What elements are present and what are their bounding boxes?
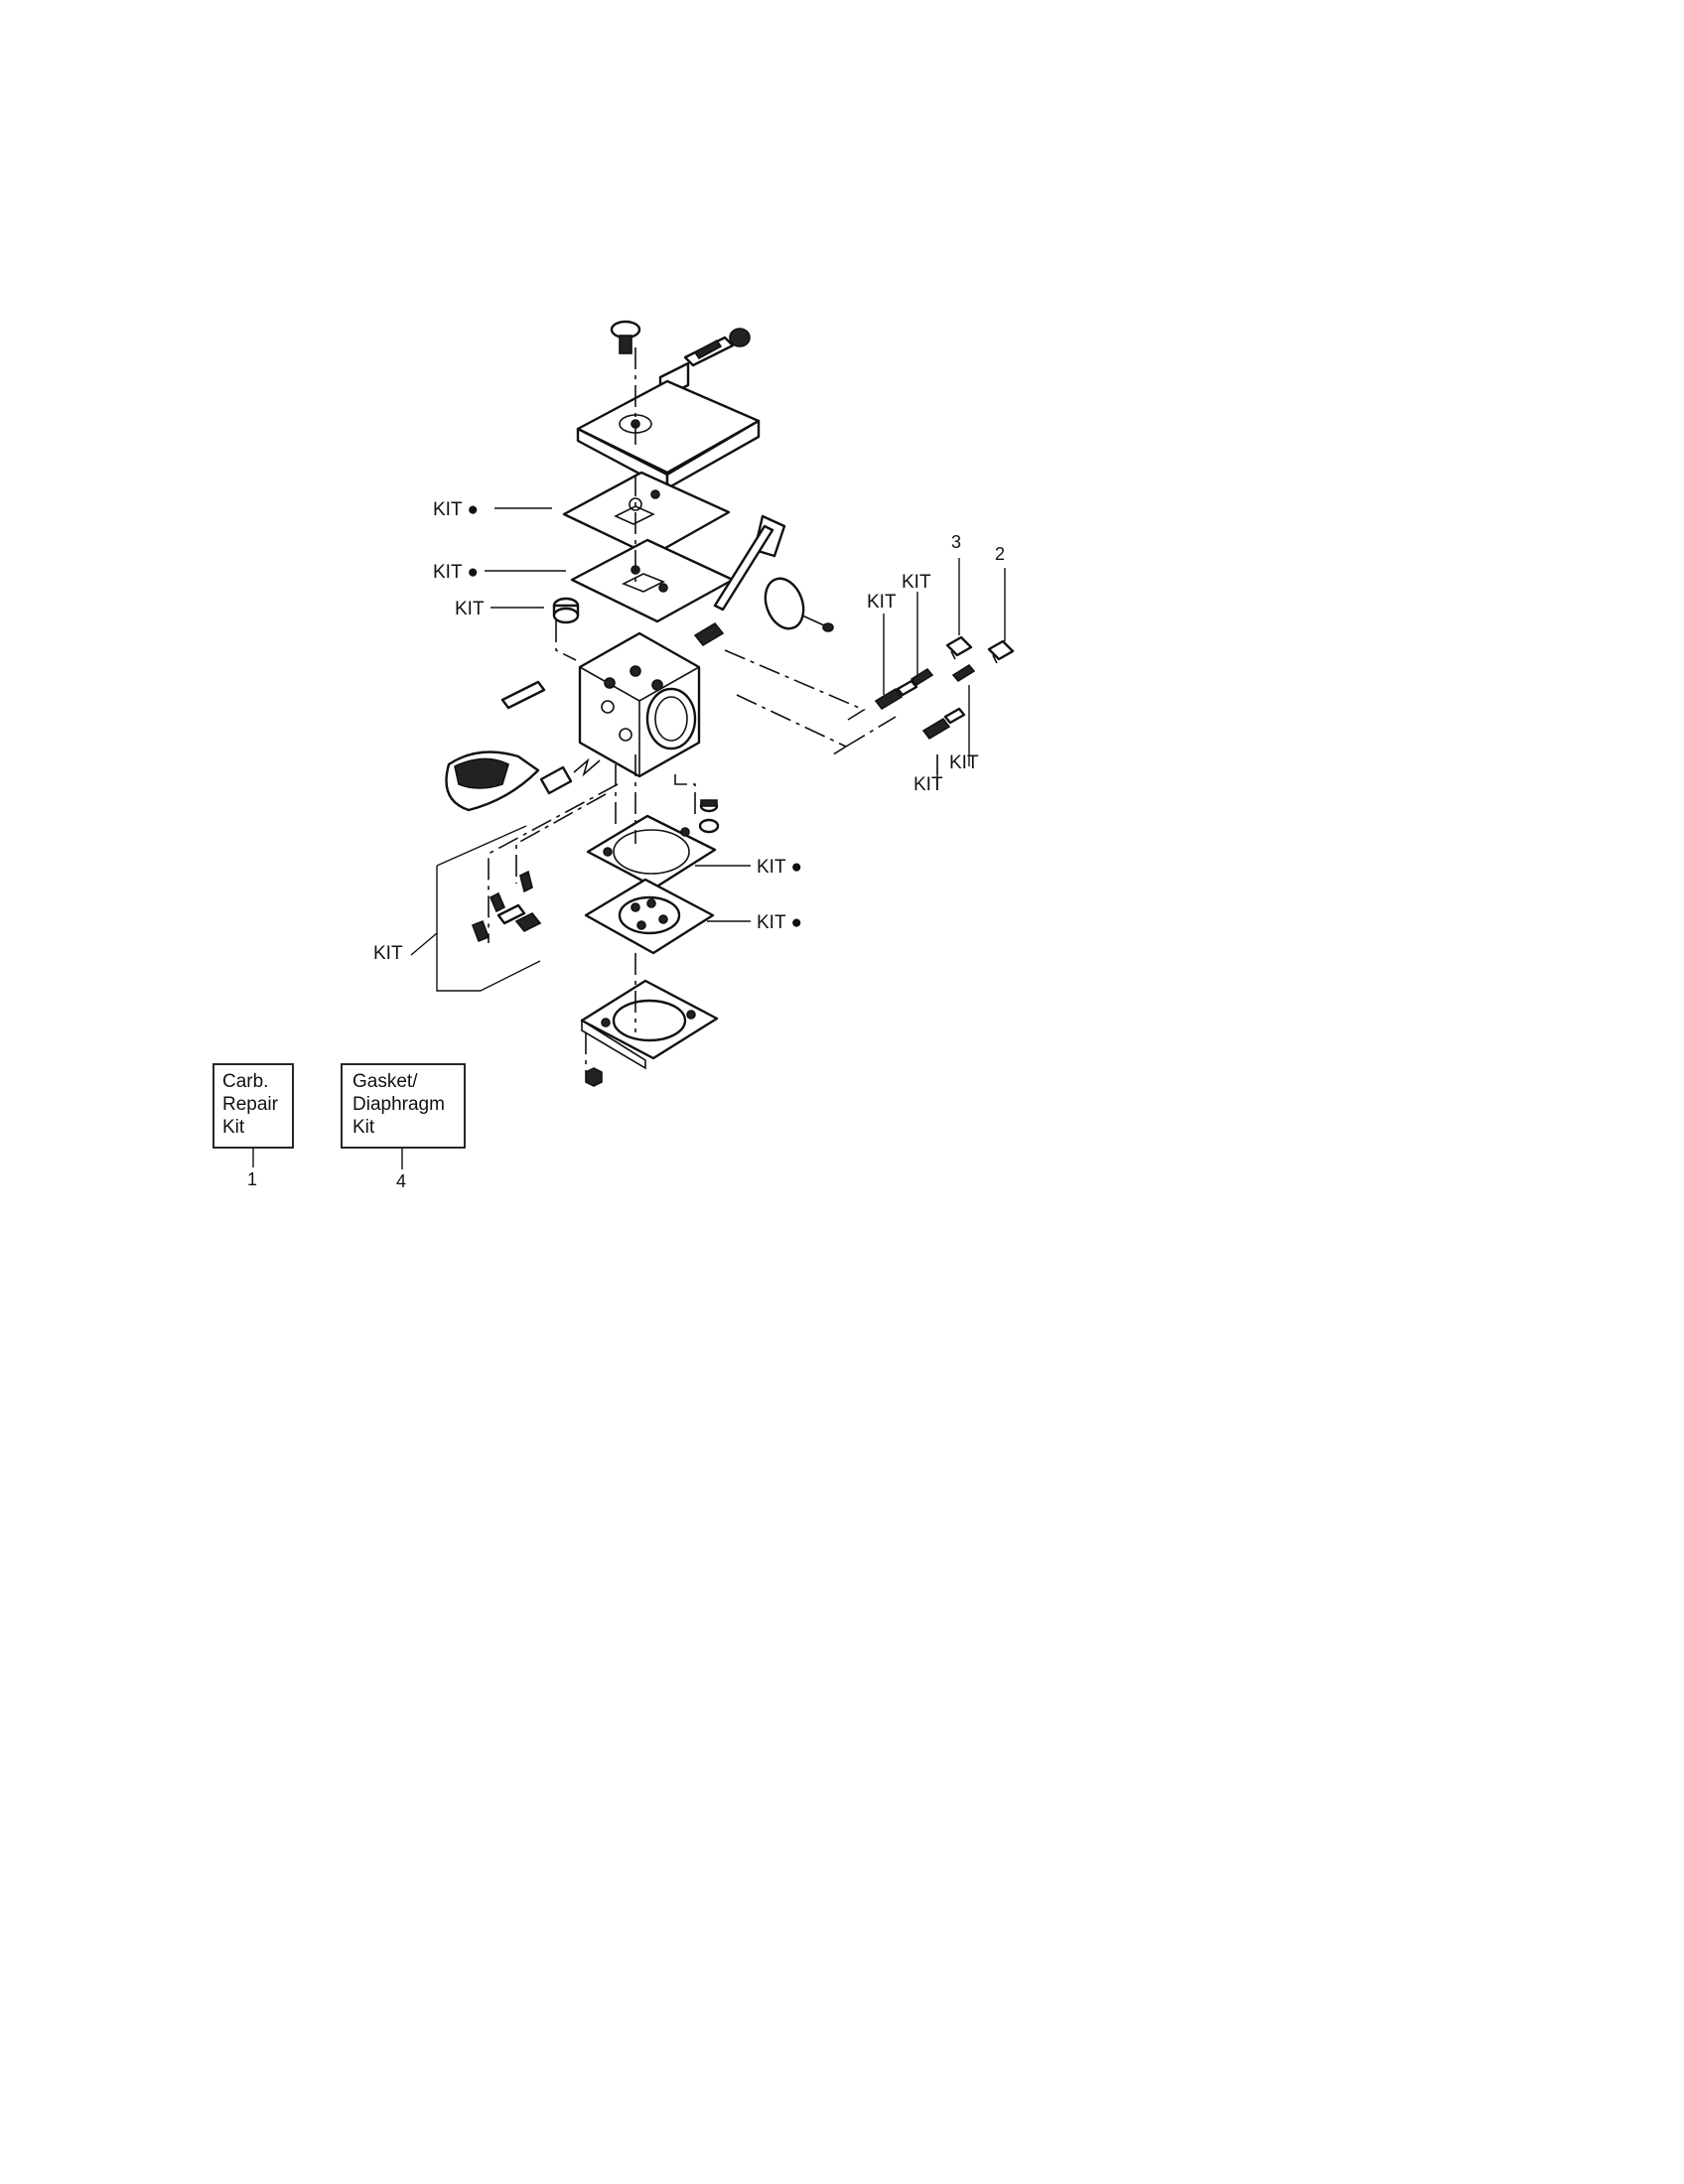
legend-box2-line3: Kit [352, 1117, 375, 1138]
kit-callout-left-small: KIT [455, 599, 485, 619]
bottom-cover [580, 979, 719, 1070]
kit-callout-top-1: KIT ● [433, 499, 479, 520]
pin [500, 680, 546, 710]
limiter-cap-3 [945, 635, 973, 660]
small-parts-lower-left [471, 870, 542, 943]
kit-callout-top-2: KIT ● [433, 562, 479, 583]
throttle-shaft-assembly [693, 514, 834, 647]
high-speed-needle [874, 679, 918, 711]
kit-callout-bottom-diaphragm: KIT ● [757, 912, 802, 933]
low-speed-needle [921, 707, 966, 741]
legend-number-1: 1 [247, 1169, 257, 1189]
legend-box2-line1: Gasket/ [352, 1071, 418, 1092]
diaphragm-bottom [584, 878, 715, 955]
kit-callout-bottom-gasket: KIT ● [757, 857, 802, 878]
top-cover-assembly [576, 320, 761, 490]
spring-a [910, 667, 934, 687]
callout-number-3: 3 [951, 532, 961, 552]
carburetor-body [578, 631, 701, 778]
choke-lever [445, 751, 601, 812]
callout-number-2: 2 [995, 544, 1005, 564]
bottom-screw [585, 1067, 603, 1087]
top-gasket-2 [570, 538, 735, 623]
kit-callout-right-c: KIT [949, 752, 979, 773]
legend-box1-line3: Kit [222, 1117, 245, 1138]
legend-number-4: 4 [396, 1171, 406, 1191]
legend-box-gasket-diaphragm-kit: Gasket/ Diaphragm Kit 4 [341, 1063, 466, 1191]
kit-callout-right-d: KIT [913, 774, 943, 795]
spring-b [951, 663, 976, 683]
legend-box-carb-repair-kit: Carb. Repair Kit 1 [212, 1063, 294, 1189]
gasket-bottom [586, 814, 717, 889]
legend-box1-line1: Carb. [222, 1071, 268, 1092]
kit-callout-left-lower: KIT [373, 943, 403, 964]
legend-box1-line2: Repair [222, 1094, 279, 1115]
small-cap [552, 597, 580, 624]
legend-box2-line2: Diaphragm [352, 1094, 445, 1115]
kit-callout-right-a: KIT [867, 592, 897, 613]
washer-set [698, 799, 720, 834]
kit-callout-right-b: KIT [902, 572, 931, 593]
limiter-cap-2 [987, 639, 1015, 664]
top-gasket-1 [562, 471, 731, 558]
